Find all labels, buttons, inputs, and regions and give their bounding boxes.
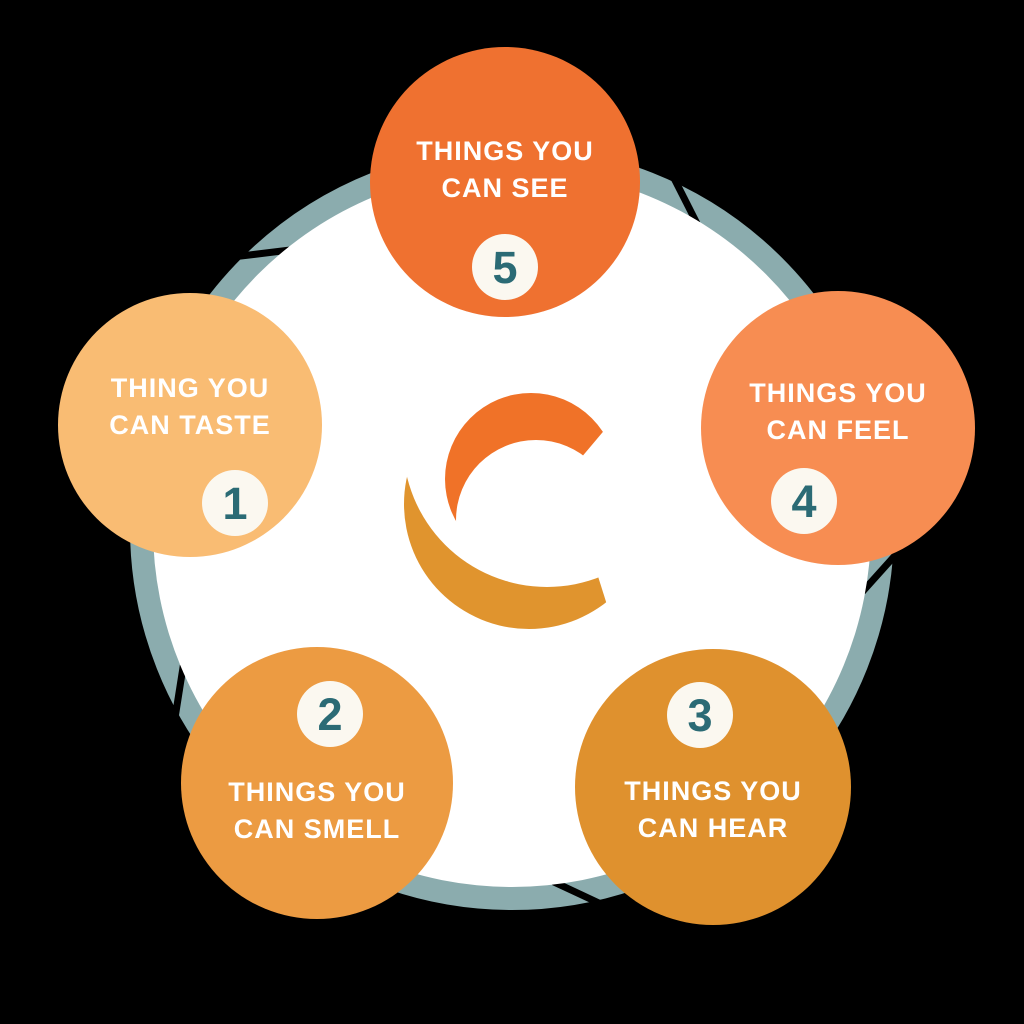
node-circle-see: THINGS YOU CAN SEE 5 (370, 47, 640, 317)
ring-gap-slash (172, 664, 187, 716)
node-label-feel: THINGS YOU CAN FEEL (701, 375, 975, 449)
node-label-line: CAN SEE (441, 173, 569, 203)
c-logo-lower-crescent (404, 379, 654, 629)
node-label-see: THINGS YOU CAN SEE (370, 133, 640, 207)
number-badge-taste: 1 (202, 470, 268, 536)
badge-number: 3 (687, 689, 713, 741)
ring-gap-slashes (172, 177, 899, 907)
node-label-line: THINGS YOU (228, 777, 406, 807)
number-badge-feel: 4 (771, 468, 837, 534)
node-label-line: CAN HEAR (637, 813, 789, 843)
node-label-smell: THINGS YOU CAN SMELL (181, 774, 453, 848)
ring-gap-slash (552, 878, 601, 907)
badge-number: 1 (222, 477, 248, 529)
node-label-line: CAN FEEL (766, 415, 910, 445)
badge-number: 5 (492, 241, 518, 293)
node-label-taste: THING YOU CAN TASTE (58, 370, 322, 444)
node-circle-taste: THING YOU CAN TASTE 1 (58, 293, 322, 557)
node-label-line: THINGS YOU (624, 776, 802, 806)
badge-number: 4 (791, 475, 817, 527)
ring-gap-slash (671, 177, 701, 226)
node-label-line: THINGS YOU (416, 136, 594, 166)
node-circle-feel: THINGS YOU CAN FEEL 4 (701, 291, 975, 565)
node-label-line: CAN SMELL (233, 814, 401, 844)
number-badge-smell: 2 (297, 681, 363, 747)
c-logo (404, 379, 654, 629)
ring-gap-slash (239, 246, 290, 260)
number-badge-see: 5 (472, 234, 538, 300)
number-badge-hear: 3 (667, 682, 733, 748)
node-circle-hear: THINGS YOU CAN HEAR 3 (575, 649, 851, 925)
node-label-line: THING YOU (110, 373, 270, 403)
ring-gap-slash (859, 552, 899, 595)
node-circle-smell: THINGS YOU CAN SMELL 2 (181, 647, 453, 919)
node-label-line: CAN TASTE (109, 410, 271, 440)
node-label-line: THINGS YOU (749, 378, 927, 408)
node-label-hear: THINGS YOU CAN HEAR (575, 773, 851, 847)
badge-number: 2 (317, 688, 343, 740)
